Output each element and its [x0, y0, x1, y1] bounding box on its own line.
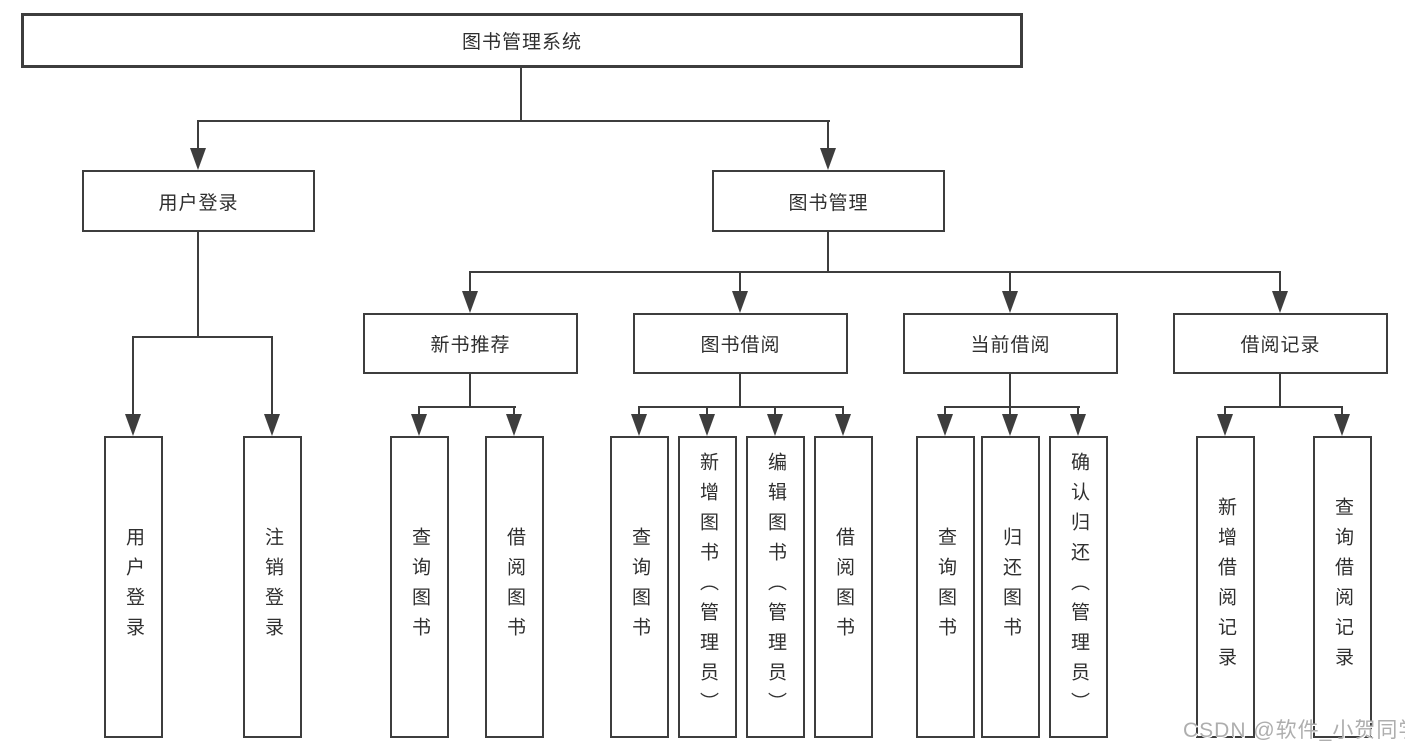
arrowhead-icon [820, 148, 836, 170]
arrowhead-icon [1002, 291, 1018, 313]
arrowhead-icon [462, 291, 478, 313]
arrowhead-icon [835, 414, 851, 436]
connector-line [1009, 374, 1011, 406]
node-add-borrow-record: 新增借阅记录 [1196, 436, 1255, 738]
arrowhead-icon [1002, 414, 1018, 436]
connector-line [1341, 406, 1343, 414]
node-label: 新增图书（管理员） [697, 452, 718, 722]
connector-line [271, 336, 273, 414]
connector-line [1009, 271, 1011, 291]
node-borrow-books-2: 借阅图书 [814, 436, 873, 738]
connector-line [197, 232, 199, 336]
connector-line [827, 232, 829, 271]
arrowhead-icon [1217, 414, 1233, 436]
connector-line [197, 120, 830, 122]
connector-line [774, 406, 776, 414]
node-label: 注销登录 [262, 527, 283, 647]
node-query-borrow-record: 查询借阅记录 [1313, 436, 1372, 738]
arrowhead-icon [631, 414, 647, 436]
node-label: 新增借阅记录 [1215, 497, 1236, 677]
connector-line [944, 406, 1080, 408]
node-edit-book-admin: 编辑图书（管理员） [746, 436, 805, 738]
connector-line [1279, 374, 1281, 406]
node-library-system: 图书管理系统 [21, 13, 1023, 68]
node-label: 归还图书 [1000, 527, 1021, 647]
arrowhead-icon [732, 291, 748, 313]
connector-line [739, 271, 741, 291]
arrowhead-icon [937, 414, 953, 436]
node-label: 查询图书 [935, 527, 956, 647]
node-label: 借阅图书 [833, 527, 854, 647]
connector-line [1224, 406, 1343, 408]
arrowhead-icon [411, 414, 427, 436]
arrowhead-icon [190, 148, 206, 170]
node-query-books-2: 查询图书 [610, 436, 669, 738]
connector-line [1009, 406, 1011, 414]
node-book-management: 图书管理 [712, 170, 945, 232]
node-borrow-records: 借阅记录 [1173, 313, 1388, 374]
node-label: 查询借阅记录 [1332, 497, 1353, 677]
arrowhead-icon [125, 414, 141, 436]
arrowhead-icon [699, 414, 715, 436]
arrowhead-icon [767, 414, 783, 436]
node-query-books-1: 查询图书 [390, 436, 449, 738]
node-book-borrow: 图书借阅 [633, 313, 848, 374]
connector-line [739, 374, 741, 406]
watermark-text: CSDN @软件_小贺同学 [1183, 719, 1405, 742]
node-new-book-recommend: 新书推荐 [363, 313, 578, 374]
node-query-books-3: 查询图书 [916, 436, 975, 738]
connector-line [197, 120, 199, 148]
arrowhead-icon [264, 414, 280, 436]
node-return-book: 归还图书 [981, 436, 1040, 738]
node-user-login-leaf: 用户登录 [104, 436, 163, 738]
node-add-book-admin: 新增图书（管理员） [678, 436, 737, 738]
node-confirm-return-admin: 确认归还（管理员） [1049, 436, 1108, 738]
connector-line [132, 336, 273, 338]
node-borrow-books-1: 借阅图书 [485, 436, 544, 738]
connector-line [418, 406, 516, 408]
connector-line [418, 406, 420, 414]
node-label: 查询图书 [409, 527, 430, 647]
connector-line [469, 374, 471, 406]
connector-line [638, 406, 640, 414]
connector-line [827, 120, 829, 148]
arrowhead-icon [1272, 291, 1288, 313]
arrowhead-icon [506, 414, 522, 436]
connector-line [513, 406, 515, 414]
node-label: 确认归还（管理员） [1068, 452, 1089, 722]
connector-line [520, 68, 522, 120]
node-label: 借阅图书 [504, 527, 525, 647]
connector-line [638, 406, 844, 408]
connector-line [842, 406, 844, 414]
connector-line [469, 271, 471, 291]
arrowhead-icon [1334, 414, 1350, 436]
node-user-login: 用户登录 [82, 170, 315, 232]
connector-line [1077, 406, 1079, 414]
node-logout-leaf: 注销登录 [243, 436, 302, 738]
node-label: 查询图书 [629, 527, 650, 647]
connector-line [944, 406, 946, 414]
connector-line [469, 271, 1281, 273]
node-current-borrow: 当前借阅 [903, 313, 1118, 374]
connector-line [706, 406, 708, 414]
connector-line [1279, 271, 1281, 291]
node-label: 用户登录 [123, 527, 144, 647]
connector-line [1224, 406, 1226, 414]
connector-line [132, 336, 134, 414]
arrowhead-icon [1070, 414, 1086, 436]
node-label: 编辑图书（管理员） [765, 452, 786, 722]
